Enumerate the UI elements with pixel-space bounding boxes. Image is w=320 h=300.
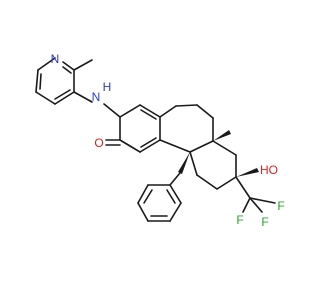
fluorine-label-1: F (236, 213, 243, 227)
methyl-wedge-bond (213, 130, 231, 141)
cycloheptane-ring (159, 104, 214, 153)
atom-label-layer: N N H O HO F F F (51, 52, 285, 229)
amide-hydrogen-label: H (103, 80, 112, 94)
pyridine-nitrogen-label: N (51, 52, 60, 66)
molecule-structure-diagram: N N H O HO F F F (35, 52, 285, 229)
pyridine-ring (35, 57, 93, 105)
benzo-ring (119, 104, 161, 153)
fluorine-label-2: F (277, 199, 284, 213)
fluorine-label-3: F (261, 215, 268, 229)
hydroxyl-wedge-bond (236, 168, 259, 177)
bond-layer (35, 57, 276, 222)
trifluoromethyl-group (235, 176, 276, 213)
hydroxyl-label: HO (260, 163, 278, 177)
phenyl-ring (137, 184, 182, 222)
carbonyl-oxygen-label: O (94, 136, 103, 150)
cyclohexane-ring (189, 140, 237, 190)
amide-nitrogen-label: N (92, 90, 101, 104)
amide-linkage (103, 103, 141, 153)
benzyl-wedge-bond (178, 152, 190, 174)
